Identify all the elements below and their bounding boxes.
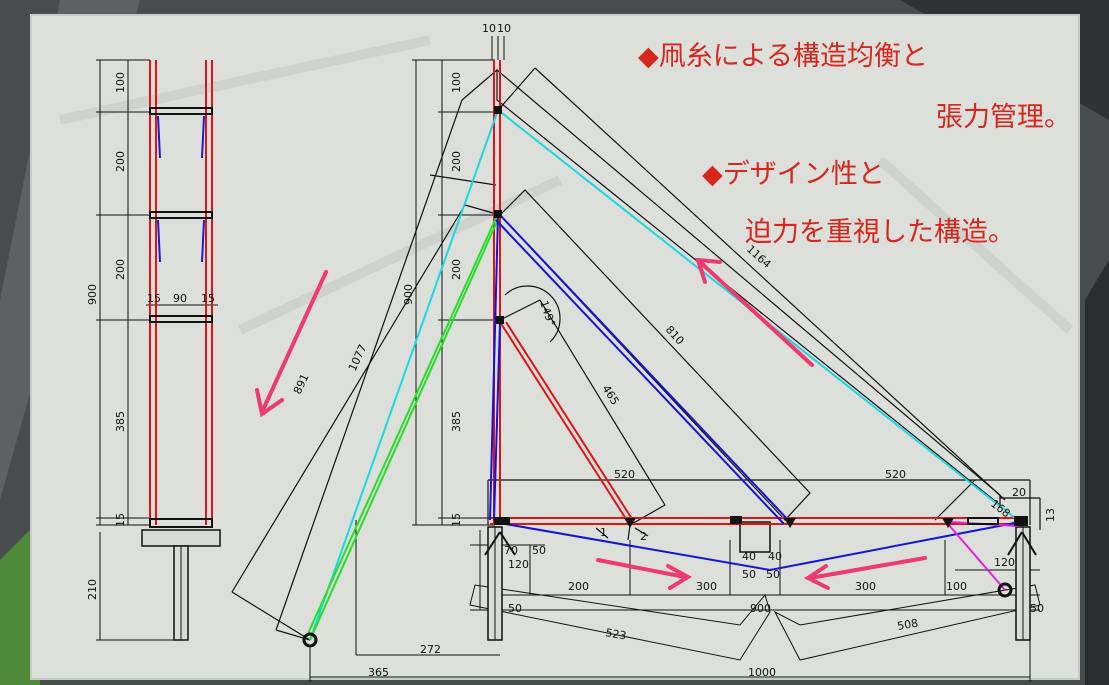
front-seg-200b: 200 (450, 259, 463, 280)
side-seg-385: 385 (114, 411, 127, 432)
front-len-13: 13 (1044, 508, 1057, 522)
note-line-2: 張力管理。 (936, 102, 1071, 133)
front-len-20: 20 (1012, 486, 1026, 499)
front-base-50a: 50 (532, 544, 546, 557)
front-seg-15: 15 (450, 513, 463, 527)
front-base-300b: 300 (855, 580, 876, 593)
front-base-50c: 50 (766, 568, 780, 581)
front-base-508: 508 (896, 617, 919, 633)
front-base-40b: 40 (768, 550, 782, 563)
side-post-210: 210 (86, 579, 99, 600)
side-seg-200b: 200 (114, 259, 127, 280)
front-base-365: 365 (368, 666, 389, 679)
front-base-50e: 50 (1030, 602, 1044, 615)
front-angle-label: 149° (537, 299, 558, 328)
front-base-300a: 300 (696, 580, 717, 593)
front-view: 10 10 100 200 200 385 15 900 891 1077 46… (231, 22, 1057, 682)
front-base-120a: 120 (508, 558, 529, 571)
front-diag-810: 810 (663, 323, 687, 347)
front-top-10a: 10 (482, 22, 496, 35)
front-diag-891: 891 (291, 372, 312, 397)
note-line-3: ◆デザイン性と (702, 159, 885, 190)
front-seg-200a: 200 (450, 151, 463, 172)
front-seg-385: 385 (450, 411, 463, 432)
front-base-100: 100 (946, 580, 967, 593)
front-base-900: 900 (750, 602, 771, 615)
front-seg-100: 100 (450, 72, 463, 93)
front-base-50b: 50 (742, 568, 756, 581)
front-base-523: 523 (604, 626, 627, 642)
front-len-520a: 520 (614, 468, 635, 481)
front-small-1: 1 (600, 526, 607, 539)
front-top-10b: 10 (497, 22, 511, 35)
front-base-70: 70 (504, 544, 518, 557)
note-line-4: 迫力を重視した構造。 (745, 217, 1015, 248)
front-len-520b: 520 (885, 468, 906, 481)
side-seg-200a: 200 (114, 151, 127, 172)
side-width-15a: 15 (147, 292, 161, 305)
panel-streaks (58, 35, 1074, 335)
side-seg-15: 15 (114, 513, 127, 527)
side-view: 100 200 200 385 15 900 210 15 90 15 (86, 59, 221, 641)
side-width-90: 90 (173, 292, 187, 305)
side-seg-100: 100 (114, 72, 127, 93)
front-small-2: 2 (640, 530, 647, 543)
side-width-15b: 15 (201, 292, 215, 305)
front-base-1000: 1000 (748, 666, 776, 679)
front-base-40a: 40 (742, 550, 756, 563)
front-base-200: 200 (568, 580, 589, 593)
side-total-900: 900 (86, 284, 99, 305)
front-total-900: 900 (402, 284, 415, 305)
note-line-1: ◆凧糸による構造均衡と (638, 41, 928, 72)
front-base-50d: 50 (508, 602, 522, 615)
front-base-272: 272 (420, 643, 441, 656)
front-base-120b: 120 (994, 556, 1015, 569)
